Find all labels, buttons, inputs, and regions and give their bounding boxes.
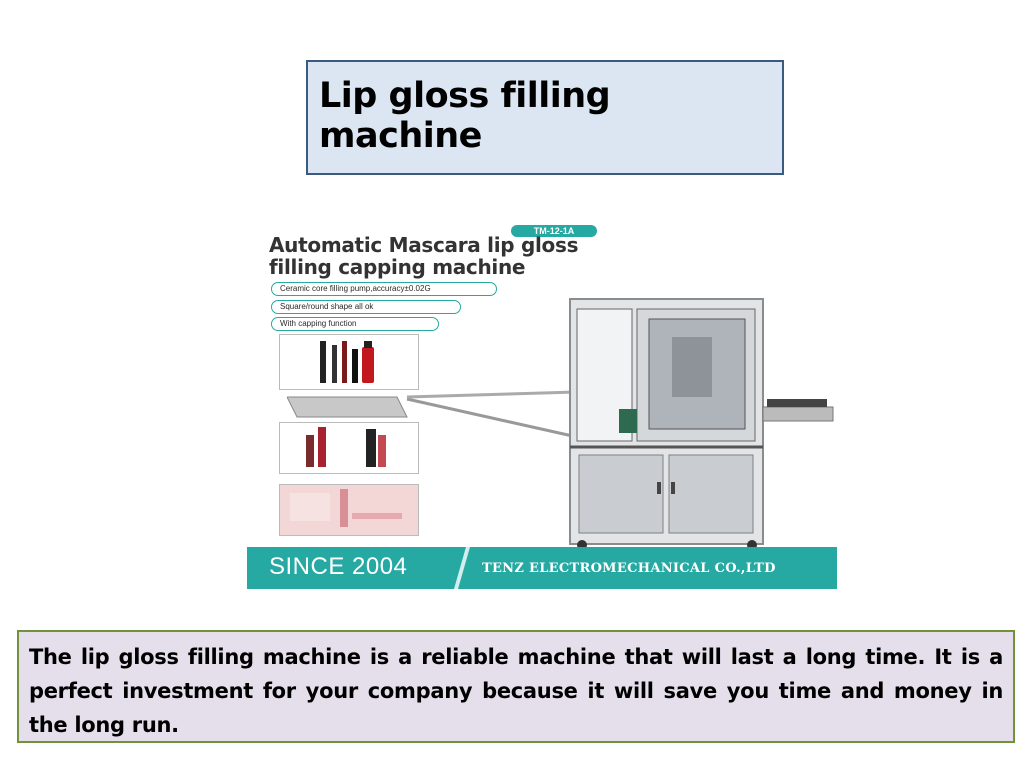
product-image: TM-12-1A Automatic Mascara lip gloss fil…	[247, 222, 837, 589]
title-box: Lip gloss filling machine	[306, 60, 784, 175]
description-box: The lip gloss filling machine is a relia…	[17, 630, 1015, 743]
company-name: TENZ ELECTROMECHANICAL CO.,LTD	[482, 561, 776, 576]
description-text: The lip gloss filling machine is a relia…	[29, 645, 1003, 737]
product-heading-line1: Automatic Mascara lip gloss	[269, 233, 579, 257]
lipgloss-thumbnail	[279, 422, 419, 474]
pink-tube-icon	[290, 489, 402, 527]
banner-slash	[454, 547, 470, 589]
product-heading-line2: filling capping machine	[269, 255, 526, 279]
mascara-icon	[320, 341, 374, 383]
feature-pill: With capping function	[271, 317, 439, 331]
product-heading: Automatic Mascara lip gloss filling capp…	[269, 234, 578, 278]
mascara-thumbnail	[279, 334, 419, 390]
lipgloss-icon	[306, 427, 386, 467]
machine-illustration	[287, 298, 834, 550]
slide-title: Lip gloss filling machine	[319, 76, 611, 156]
model-badge: TM-12-1A	[511, 225, 597, 237]
brand-banner: SINCE 2004 TENZ ELECTROMECHANICAL CO.,LT…	[247, 547, 837, 589]
feature-pill: Square/round shape all ok	[271, 300, 461, 314]
feature-pill: Ceramic core filling pump,accuracy±0.02G	[271, 282, 497, 296]
since-text: SINCE 2004	[269, 553, 408, 580]
pink-product-thumbnail	[279, 484, 419, 536]
